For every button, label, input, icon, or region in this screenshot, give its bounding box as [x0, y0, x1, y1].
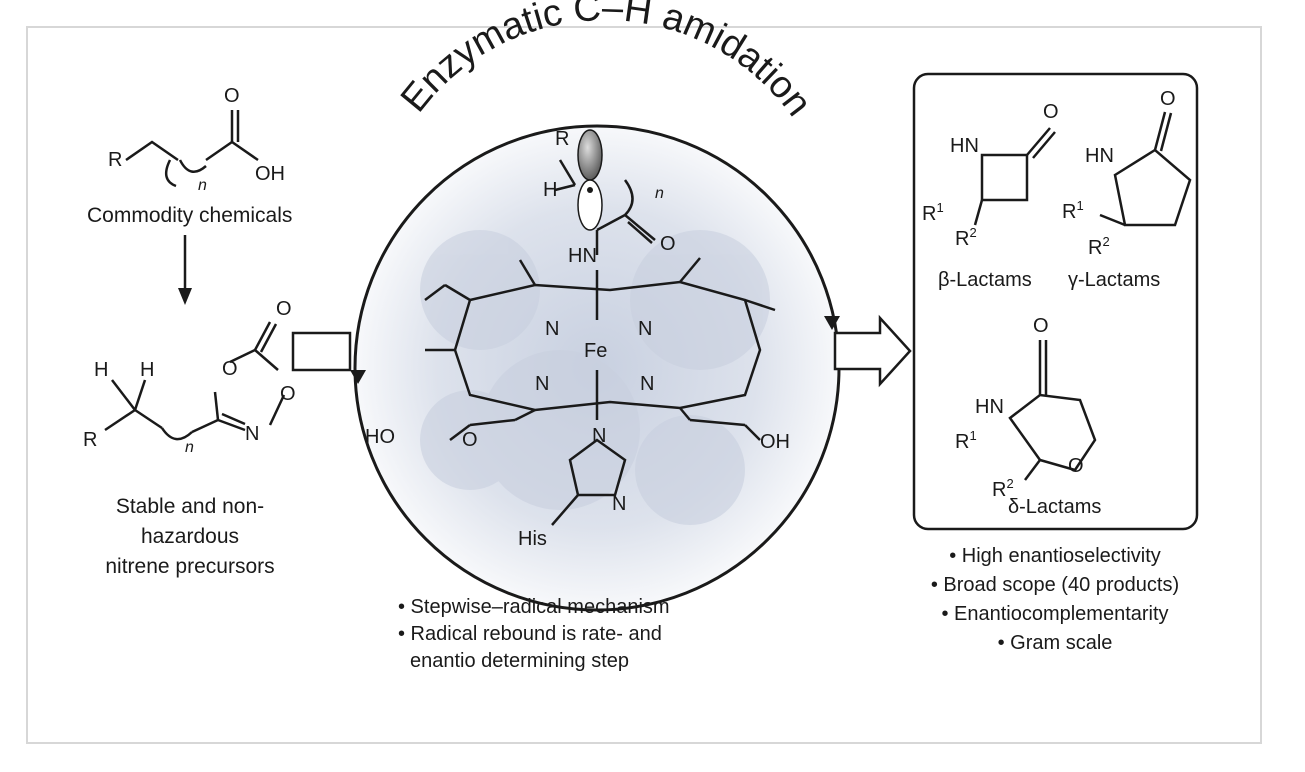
atom-label: O: [222, 358, 238, 380]
atom-label: n: [198, 177, 207, 194]
atom-label: O: [276, 298, 292, 320]
atom-label: O: [224, 85, 240, 107]
atom-label: N: [638, 318, 652, 340]
caption-line: nitrene precursors: [105, 555, 275, 578]
mechanism-bullets: • Stepwise–radical mechanism • Radical r…: [398, 594, 670, 675]
bullet-item: • Gram scale: [997, 632, 1113, 654]
imidazole-his: [551, 438, 627, 526]
atom-label: HN: [950, 135, 979, 157]
atom-label: HN: [1085, 145, 1114, 167]
atom-label: O: [280, 383, 296, 405]
atom-label: O: [660, 233, 676, 255]
hn-label: HN: [568, 245, 597, 267]
bullet-item: enantio determining step: [410, 650, 630, 672]
heme-porphyrin: [424, 230, 776, 441]
caption-line: hazardous: [140, 525, 240, 548]
fe-label: Fe: [584, 340, 607, 362]
p-orbital-lobe-bottom: [577, 179, 603, 231]
circle-arrowhead-left: [350, 370, 366, 384]
delta-lactam-structure: [1008, 340, 1097, 481]
atom-label: H: [543, 179, 557, 201]
atom-label: R: [555, 128, 569, 150]
r1-label: R1: [922, 200, 944, 225]
atom-label: N: [640, 373, 654, 395]
beta-lactam-structure: [973, 127, 1056, 226]
r1-label: R1: [1062, 198, 1084, 223]
atom-label: H: [94, 359, 108, 381]
bullet-item: • Stepwise–radical mechanism: [398, 596, 670, 618]
gamma-lactams-label: γ-Lactams: [1068, 269, 1161, 291]
atom-label: N: [545, 318, 559, 340]
atom-label: O: [1160, 88, 1176, 110]
atom-label: O: [1043, 101, 1059, 123]
atom-label: R: [83, 429, 97, 451]
delta-lactams-label: δ-Lactams: [1008, 496, 1102, 518]
p-orbital-lobe-top: [577, 129, 603, 181]
diagram-title: Enzymatic C–H amidation: [393, 0, 820, 124]
dioxazolone-structure: [104, 321, 286, 441]
product-box: [912, 72, 1199, 531]
ho-label: HO: [365, 426, 395, 448]
protein-cloud: [420, 230, 770, 525]
atom-label: O: [1068, 455, 1084, 477]
figure-frame: [26, 26, 1262, 744]
right-block-arrow: [833, 314, 912, 388]
r2-label: R2: [1088, 234, 1110, 259]
circle-arrowhead-right: [824, 316, 840, 330]
atom-label: O: [1033, 315, 1049, 337]
bullet-item: • Broad scope (40 products): [930, 574, 1180, 596]
his-label: His: [518, 528, 547, 550]
bullet-item: • Enantiocomplementarity: [941, 603, 1169, 625]
oh-label: OH: [760, 431, 790, 453]
atom-label: N: [612, 493, 626, 515]
left-block-arrow: [291, 331, 352, 372]
bullet-item: • High enantioselectivity: [949, 545, 1161, 567]
gamma-lactam-structure: [1099, 111, 1192, 227]
caption-nitrene-precursors: Stable and non- hazardous nitrene precur…: [80, 492, 300, 582]
radical-side-chain: [554, 159, 656, 244]
atom-label: R: [108, 149, 122, 171]
atom-label: n: [185, 439, 194, 456]
r2-label: R2: [992, 476, 1014, 501]
atom-label: N: [245, 423, 259, 445]
outcome-bullets: • High enantioselectivity • Broad scope …: [870, 542, 1240, 658]
atom-label: n: [655, 185, 664, 202]
r2-label: R2: [955, 225, 977, 250]
bullet-item: • Radical rebound is rate- and: [398, 623, 662, 645]
atom-label: N: [592, 425, 606, 447]
radical-dot: [587, 187, 593, 193]
atom-label: N: [535, 373, 549, 395]
atom-label: OH: [255, 163, 285, 185]
atom-label: H: [140, 359, 154, 381]
atom-label: O: [462, 429, 478, 451]
r1-label: R1: [955, 428, 977, 453]
carboxylic-acid-structure: [125, 110, 259, 188]
beta-lactams-label: β-Lactams: [938, 269, 1032, 291]
caption-line: Stable and non-: [115, 495, 265, 518]
atom-label: HN: [975, 396, 1004, 418]
caption-commodity-chemicals: Commodity chemicals: [87, 204, 293, 227]
